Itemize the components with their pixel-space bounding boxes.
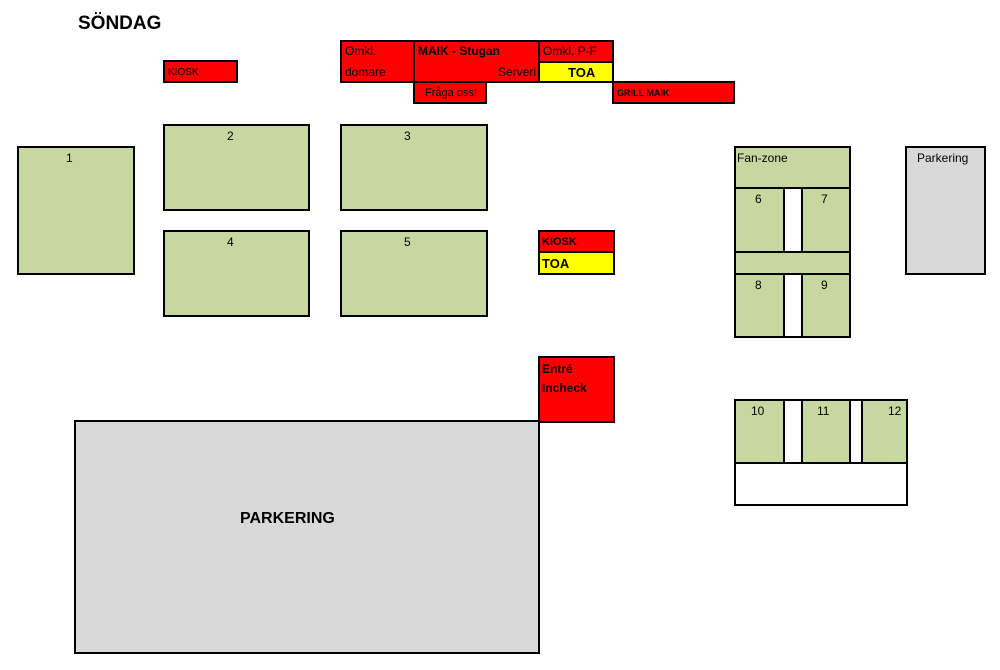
maik-stugan-label: MAIK - Stugan [418, 44, 500, 58]
maik-stugan: MAIK - Stugan Serveri [413, 40, 540, 83]
grill-maik: GRILL MAIK [612, 81, 735, 104]
field-11-number: 11 [817, 404, 830, 418]
serveri-label: Serveri [497, 65, 536, 79]
field-3: 3 [340, 124, 488, 211]
field-1-number: 1 [66, 151, 73, 165]
entre-incheck: Entré Incheck [538, 356, 615, 423]
field-1: 1 [17, 146, 135, 275]
page-title: SÖNDAG [78, 13, 162, 34]
field-9: 9 [801, 273, 851, 338]
field-10: 10 [734, 399, 785, 464]
omkl-pf-label: Omkl. P-F [543, 44, 597, 58]
field-2-number: 2 [227, 129, 234, 143]
parking-small: Parkering [905, 146, 986, 275]
fraga-oss-label: Fråga oss! [425, 87, 477, 99]
field-8: 8 [734, 273, 785, 338]
omkl-domare: Omkl. domare [340, 40, 415, 83]
fraga-oss: Fråga oss! [413, 81, 487, 104]
field-6: 6 [734, 187, 785, 253]
toa-top: TOA [538, 61, 614, 83]
fields-10-12-base [734, 462, 908, 506]
kiosk-mid: KIOSK [538, 230, 615, 253]
gap-6-7 [783, 187, 803, 253]
field-5: 5 [340, 230, 488, 317]
omkl-domare-label-1: Omkl. [345, 44, 377, 58]
parking-small-label: Parkering [917, 151, 969, 165]
toa-mid: TOA [538, 251, 615, 275]
incheck-label: Incheck [542, 381, 587, 395]
gap-8-9 [783, 273, 803, 338]
toa-mid-label: TOA [542, 256, 570, 271]
kiosk-top-label: KIOSK [168, 67, 199, 78]
kiosk-mid-label: KIOSK [542, 236, 577, 248]
gap-10-11 [783, 399, 803, 464]
field-4-number: 4 [227, 235, 234, 249]
field-9-number: 9 [821, 278, 828, 292]
fan-zone-divider [734, 251, 851, 275]
grill-maik-label: GRILL MAIK [617, 88, 670, 98]
field-2: 2 [163, 124, 310, 211]
field-12-number: 12 [888, 404, 902, 418]
omkl-domare-label-2: domare [345, 65, 386, 79]
fan-zone-label: Fan-zone [737, 151, 788, 165]
field-3-number: 3 [404, 129, 411, 143]
field-8-number: 8 [755, 278, 762, 292]
field-11: 11 [801, 399, 851, 464]
kiosk-top: KIOSK [163, 60, 238, 83]
parking-main-label: PARKERING [240, 510, 335, 527]
field-6-number: 6 [755, 192, 762, 206]
field-7-number: 7 [821, 192, 828, 206]
field-10-number: 10 [751, 404, 765, 418]
field-5-number: 5 [404, 235, 411, 249]
field-12: 12 [861, 399, 908, 464]
omkl-pf: Omkl. P-F [538, 40, 614, 63]
toa-top-label: TOA [568, 65, 596, 80]
parking-main: PARKERING [74, 420, 540, 654]
field-4: 4 [163, 230, 310, 317]
field-7: 7 [801, 187, 851, 253]
entre-label: Entré [542, 362, 573, 376]
fan-zone: Fan-zone [734, 146, 851, 189]
